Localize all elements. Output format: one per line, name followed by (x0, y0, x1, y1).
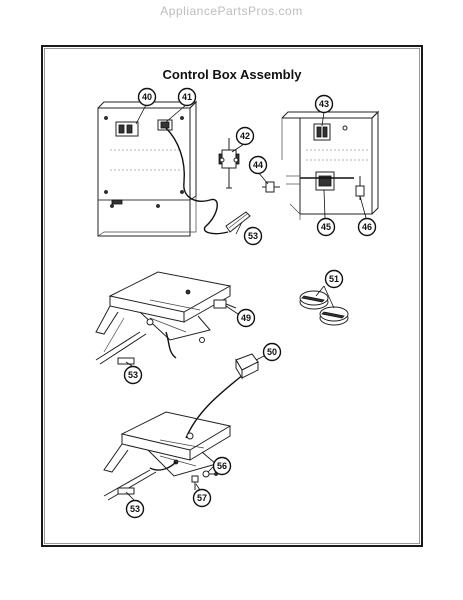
callout-44: 44 (248, 155, 268, 175)
watermark-text: AppliancePartsPros.com (160, 4, 303, 18)
control-panel-box (97, 100, 198, 237)
part-44-bushing (262, 181, 280, 193)
control-box-interior (281, 110, 380, 220)
callout-57-label: 57 (197, 493, 207, 503)
diagram-title: Control Box Assembly (162, 67, 302, 82)
callout-45: 45 (316, 217, 336, 237)
callout-46: 46 (357, 217, 377, 237)
callout-49: 49 (236, 308, 256, 328)
callout-42-label: 42 (240, 131, 250, 141)
callout-56-label: 56 (217, 461, 227, 471)
callout-53-top: 53 (243, 226, 263, 246)
callout-50: 50 (262, 342, 282, 362)
callout-41: 41 (177, 87, 197, 107)
callout-51: 51 (324, 269, 344, 289)
callout-51-label: 51 (329, 274, 339, 284)
callout-46-label: 46 (362, 222, 372, 232)
callout-40: 40 (137, 87, 157, 107)
callout-53-bottom-label: 53 (130, 504, 140, 514)
diagram-inner-frame (44, 48, 420, 544)
callout-43-label: 43 (319, 99, 329, 109)
cooktop-assembly-lower (103, 411, 232, 501)
cooktop-assembly-upper (95, 271, 237, 365)
part-50-relay (235, 353, 259, 380)
part-51-knobs (299, 290, 349, 326)
part-42-switch (218, 138, 240, 189)
callout-49-label: 49 (241, 313, 251, 323)
callout-40-label: 40 (142, 92, 152, 102)
callout-53-bottom: 53 (125, 499, 145, 519)
callout-45-label: 45 (321, 222, 331, 232)
diagram-frame (41, 45, 423, 547)
part-57-screw (191, 475, 199, 490)
callout-53-middle: 53 (123, 365, 143, 385)
callout-44-label: 44 (253, 160, 263, 170)
callout-41-label: 41 (182, 92, 192, 102)
callout-56: 56 (212, 456, 232, 476)
callout-57: 57 (192, 488, 212, 508)
sensor-probe-top (225, 211, 251, 233)
callout-53-middle-label: 53 (128, 370, 138, 380)
callout-53-top-label: 53 (248, 231, 258, 241)
callout-50-label: 50 (267, 347, 277, 357)
callout-42: 42 (235, 126, 255, 146)
callout-43: 43 (314, 94, 334, 114)
